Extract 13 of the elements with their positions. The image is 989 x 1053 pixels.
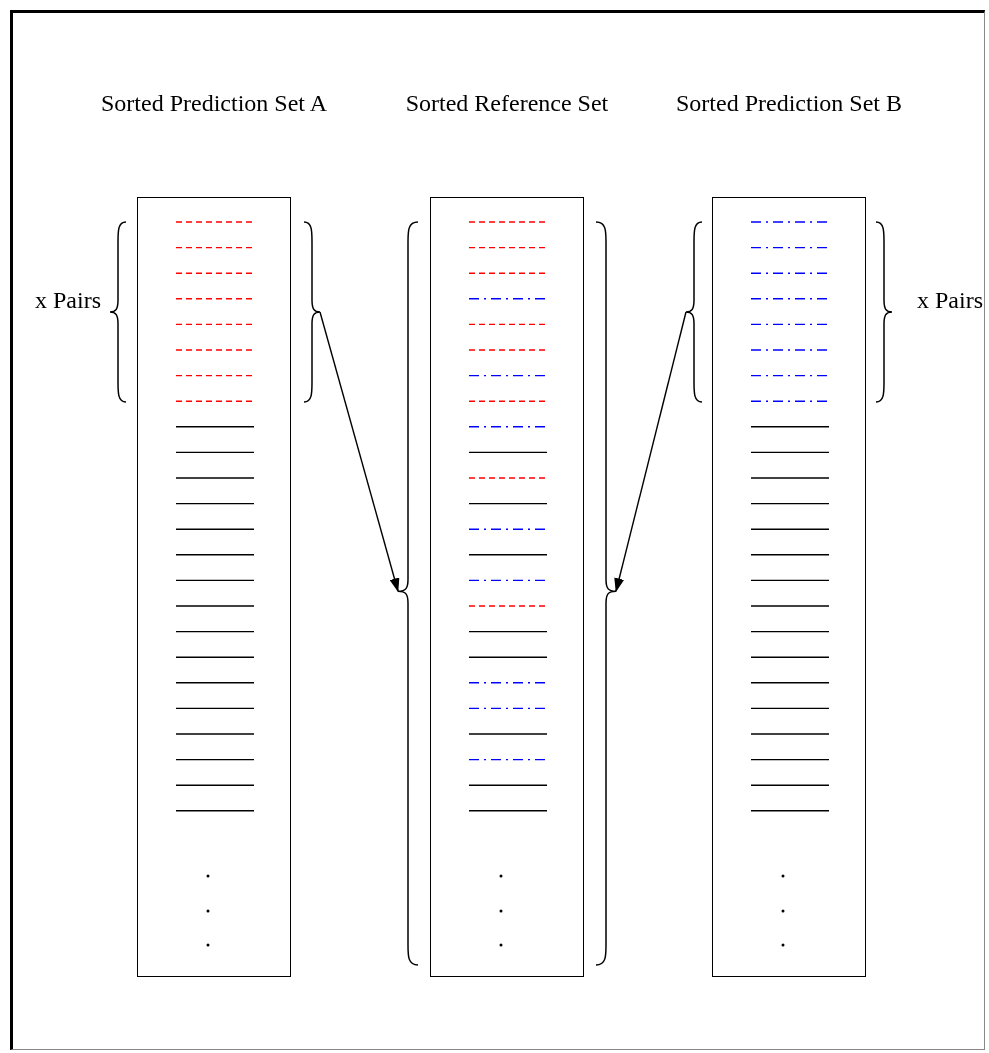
brace-label: x Pairs — [34, 286, 102, 315]
arrow — [319, 311, 400, 593]
curly-brace — [686, 222, 702, 402]
brace-label: x Pairs — [916, 286, 984, 315]
curly-brace — [596, 222, 616, 965]
column-heading: Sorted Prediction Set A — [100, 89, 328, 118]
curly-brace — [304, 222, 320, 402]
arrow — [614, 311, 687, 593]
curly-brace — [398, 222, 418, 965]
curly-brace — [876, 222, 892, 402]
curly-brace — [110, 222, 126, 402]
column-heading: Sorted Reference Set — [404, 89, 610, 118]
column-heading: Sorted Prediction Set B — [675, 89, 903, 118]
